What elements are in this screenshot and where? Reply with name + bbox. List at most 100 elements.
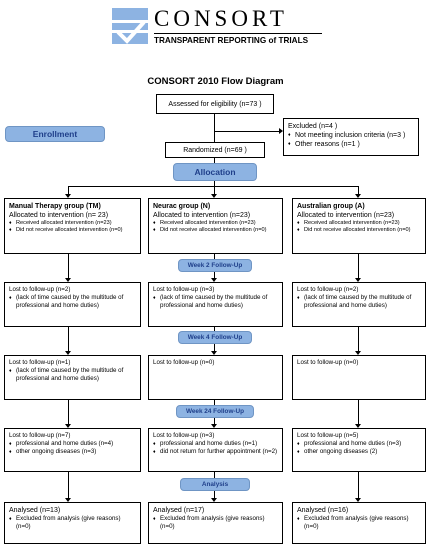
n-week4-box: Lost to follow-up (n=0)	[148, 355, 283, 400]
n-an-head: Analysed (n=17)	[153, 507, 205, 514]
arrowhead-icon	[65, 278, 71, 282]
arrowhead-icon	[355, 351, 361, 355]
arrowhead-icon	[355, 424, 361, 428]
tm-allocation-box: Manual Therapy group (TM) Allocated to i…	[4, 198, 141, 254]
a-w24-item: other ongoing diseases (2)	[297, 448, 421, 456]
tm-w4-item: (lack of time caused by the multitude of…	[9, 367, 136, 383]
connector	[68, 472, 69, 498]
a-analysis-box: Analysed (n=16) Excluded from analysis (…	[292, 502, 426, 544]
stage-analysis-label: Analysis	[201, 481, 229, 488]
tm-w4-head: Lost to follow-up (n=1)	[9, 359, 71, 366]
tm-analysis-box: Analysed (n=13) Excluded from analysis (…	[4, 502, 141, 544]
n-analysis-box: Analysed (n=17) Excluded from analysis (…	[148, 502, 283, 544]
n-allocation-box: Neurac group (N) Allocated to interventi…	[148, 198, 283, 254]
n-w2-item: (lack of time caused by the multitude of…	[153, 294, 278, 310]
a-group-name: Australian group (A)	[297, 203, 365, 210]
logo-rule	[154, 33, 322, 34]
arrowhead-icon	[211, 424, 217, 428]
n-alloc-item: Received allocated intervention (n=23)	[153, 220, 278, 228]
stage-week2: Week 2 Follow-Up	[178, 259, 252, 272]
a-week2-box: Lost to follow-up (n=2) (lack of time ca…	[292, 282, 426, 327]
stage-week4-label: Week 4 Follow-Up	[187, 334, 243, 341]
assessed-box: Assessed for eligibility (n=73 )	[156, 94, 274, 114]
tm-an-head: Analysed (n=13)	[9, 507, 61, 514]
a-w24-item: professional and home duties (n=3)	[297, 440, 421, 448]
tm-w24-head: Lost to follow-up (n=7)	[9, 432, 71, 439]
stage-week2-label: Week 2 Follow-Up	[187, 262, 243, 269]
logo-tagline: TRANSPARENT REPORTING of TRIALS	[154, 36, 309, 45]
logo-wordmark: CONSORT	[154, 6, 288, 31]
connector	[358, 186, 359, 194]
a-week4-box: Lost to follow-up (n=0)	[292, 355, 426, 400]
a-an-item: Excluded from analysis (give reasons) (n…	[297, 515, 421, 531]
tm-w24-item: other ongoing diseases (n=3)	[9, 448, 136, 456]
arrowhead-icon	[355, 498, 361, 502]
a-alloc-item: Received allocated intervention (n=23)	[297, 220, 421, 228]
n-group-name: Neurac group (N)	[153, 203, 211, 210]
connector	[68, 186, 359, 187]
consort-logo: CONSORT TRANSPARENT REPORTING of TRIALS	[112, 6, 324, 48]
excluded-item: Other reasons (n=1 )	[288, 140, 414, 149]
connector	[68, 254, 69, 278]
consort-logo-icon	[112, 8, 148, 44]
tm-w2-item: (lack of time caused by the multitude of…	[9, 294, 136, 310]
a-alloc-item: Did not receive allocated intervention (…	[297, 227, 421, 235]
stage-allocation-label: Allocation	[194, 167, 236, 177]
arrowhead-icon	[211, 498, 217, 502]
a-week24-box: Lost to follow-up (n=5) professional and…	[292, 428, 426, 472]
stage-allocation: Allocation	[173, 163, 257, 181]
n-week24-box: Lost to follow-up (n=3) professional and…	[148, 428, 283, 472]
arrowhead-icon	[279, 128, 283, 134]
tm-alloc-item: Received allocated intervention (n=23)	[9, 220, 136, 228]
excluded-item: Not meeting inclusion criteria (n=3 )	[288, 131, 414, 140]
n-allocated: Allocated to intervention (n=23)	[153, 212, 251, 219]
n-alloc-item: Did not receive allocated intervention (…	[153, 227, 278, 235]
arrowhead-icon	[211, 194, 217, 198]
excluded-box: Excluded (n=4 ) Not meeting inclusion cr…	[283, 118, 419, 156]
randomized-text: Randomized (n=69 )	[183, 147, 247, 154]
a-an-head: Analysed (n=16)	[297, 507, 349, 514]
arrowhead-icon	[355, 278, 361, 282]
connector	[68, 327, 69, 351]
tm-week24-box: Lost to follow-up (n=7) professional and…	[4, 428, 141, 472]
arrowhead-icon	[65, 351, 71, 355]
n-week2-box: Lost to follow-up (n=3) (lack of time ca…	[148, 282, 283, 327]
diagram-title: CONSORT 2010 Flow Diagram	[147, 76, 284, 87]
tm-week4-box: Lost to follow-up (n=1) (lack of time ca…	[4, 355, 141, 400]
stage-enrollment: Enrollment	[5, 126, 105, 142]
stage-week4: Week 4 Follow-Up	[178, 331, 252, 344]
arrowhead-icon	[65, 424, 71, 428]
arrowhead-icon	[355, 194, 361, 198]
connector	[214, 114, 215, 144]
a-w2-head: Lost to follow-up (n=2)	[297, 286, 359, 293]
connector	[214, 186, 215, 194]
tm-allocated: Allocated to intervention (n= 23)	[9, 212, 109, 219]
tm-w24-item: professional and home duties (n=4)	[9, 440, 136, 448]
a-w4-head: Lost to follow-up (n=0)	[297, 359, 359, 366]
a-allocated: Allocated to intervention (n=23)	[297, 212, 395, 219]
a-w24-head: Lost to follow-up (n=5)	[297, 432, 359, 439]
n-an-item: Excluded from analysis (give reasons) (n…	[153, 515, 278, 531]
n-w24-item: did not return for further appointment (…	[153, 448, 278, 456]
tm-week2-box: Lost to follow-up (n=2) (lack of time ca…	[4, 282, 141, 327]
connector	[68, 186, 69, 194]
connector	[358, 472, 359, 498]
connector	[214, 131, 279, 132]
n-w24-head: Lost to follow-up (n=3)	[153, 432, 215, 439]
stage-week24: Week 24 Follow-Up	[176, 405, 254, 418]
excluded-head: Excluded (n=4 )	[288, 123, 338, 130]
arrowhead-icon	[211, 351, 217, 355]
connector	[358, 327, 359, 351]
stage-analysis: Analysis	[180, 478, 250, 491]
arrowhead-icon	[211, 278, 217, 282]
assessed-text: Assessed for eligibility (n=73 )	[168, 101, 262, 108]
connector	[358, 254, 359, 278]
arrowhead-icon	[65, 194, 71, 198]
n-w24-item: professional and home duties (n=1)	[153, 440, 278, 448]
n-w4-head: Lost to follow-up (n=0)	[153, 359, 215, 366]
tm-an-item: Excluded from analysis (give reasons) (n…	[9, 515, 136, 531]
n-w2-head: Lost to follow-up (n=3)	[153, 286, 215, 293]
stage-enrollment-label: Enrollment	[32, 129, 78, 139]
connector	[68, 400, 69, 424]
